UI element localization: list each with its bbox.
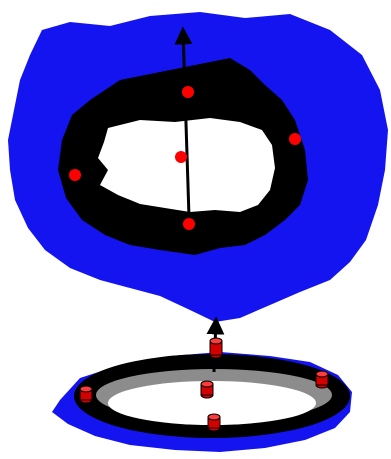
red-cylinder-icon: [316, 371, 328, 388]
red-dot-icon: [183, 218, 195, 230]
perspective-view: [52, 320, 352, 452]
red-dot-icon: [175, 151, 187, 163]
red-cylinder-icon: [210, 338, 222, 358]
red-cylinder-icon: [80, 386, 92, 403]
red-dot-icon: [69, 169, 81, 181]
red-dot-icon: [289, 133, 301, 145]
red-cylinder-icon: [201, 381, 213, 398]
top-view: [8, 12, 388, 322]
red-cylinder-icon: [208, 414, 220, 431]
red-dot-icon: [182, 86, 194, 98]
